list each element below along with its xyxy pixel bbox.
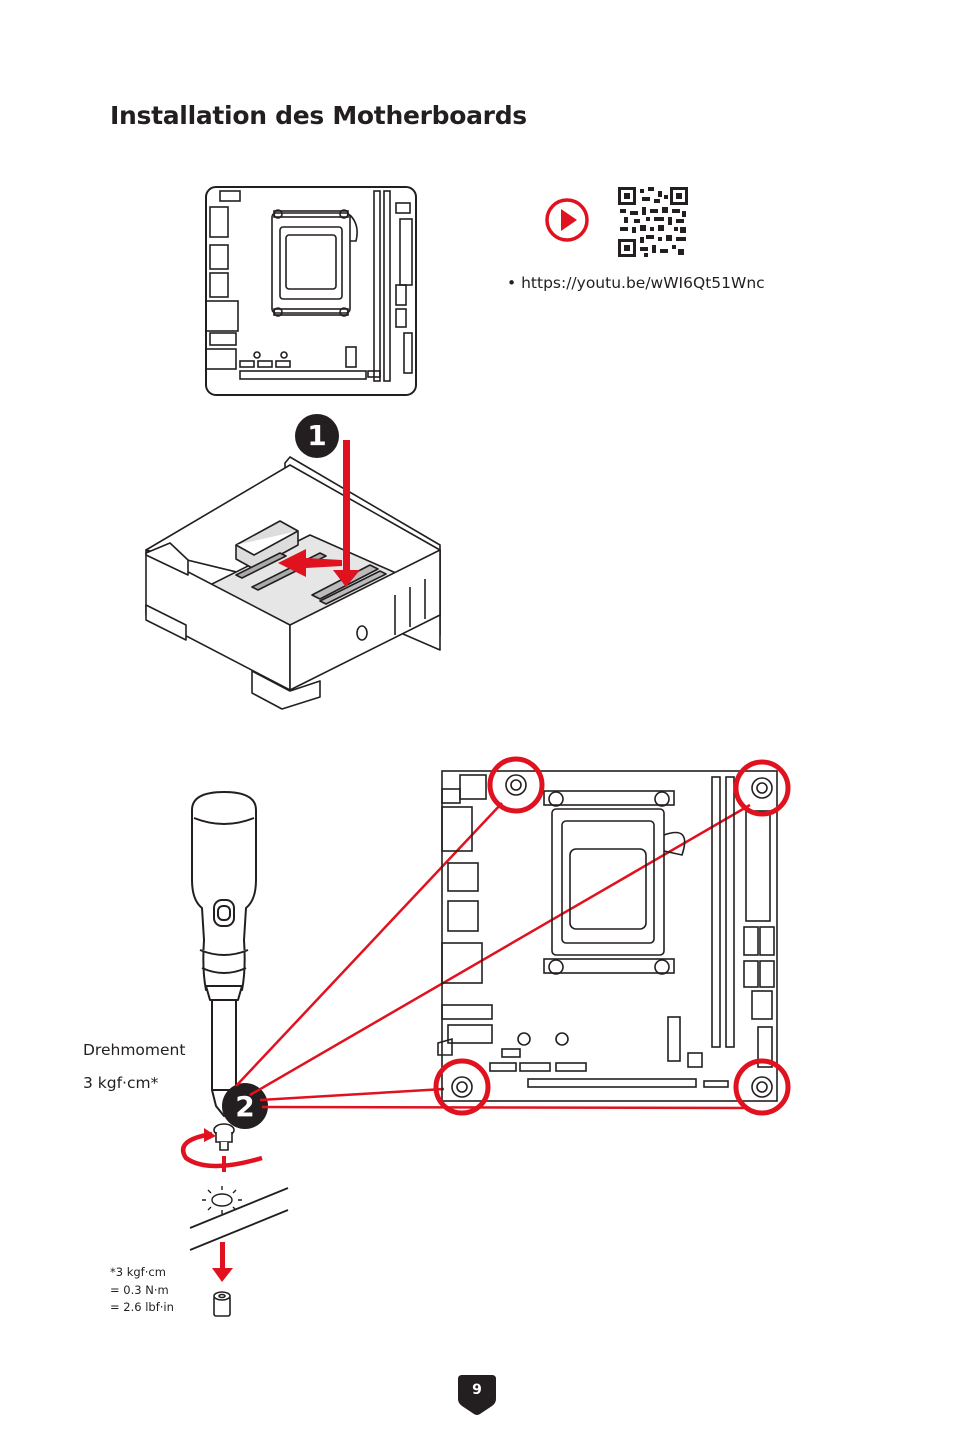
conversion-line-1: *3 kgf·cm — [110, 1265, 166, 1279]
screwdriver-illustration — [191, 791, 257, 1117]
qr-code[interactable] — [618, 187, 688, 257]
bullet: • — [507, 274, 517, 292]
screw-mounting-illustration — [180, 1123, 289, 1317]
page-title: Installation des Motherboards — [110, 101, 527, 130]
youtube-play-icon[interactable] — [544, 197, 590, 243]
mounting-hole-top-left — [487, 756, 545, 814]
mounting-hole-bottom-right — [733, 1058, 791, 1116]
motherboard-diagram-large — [433, 756, 791, 1116]
torque-value: 3 kgf·cm* — [83, 1074, 159, 1092]
mounting-hole-bottom-left — [433, 1058, 491, 1116]
motherboard-diagram-top — [205, 186, 417, 396]
torque-conversion: *3 kgf·cm = 0.3 N·m = 2.6 lbf·in — [110, 1264, 174, 1317]
mounting-hole-top-right — [733, 759, 791, 817]
step-2-badge: 2 — [222, 1083, 268, 1129]
conversion-line-3: = 2.6 lbf·in — [110, 1300, 174, 1314]
torque-label: Drehmoment — [83, 1041, 186, 1059]
page-number-badge — [458, 1375, 496, 1415]
video-link[interactable]: https://youtu.be/wWI6Qt51Wnc — [521, 274, 765, 292]
step-1-badge: 1 — [295, 414, 339, 458]
page-number: 9 — [472, 1382, 482, 1398]
pc-case-illustration — [145, 440, 441, 710]
step-1-number: 1 — [307, 419, 326, 452]
video-link-row: • https://youtu.be/wWI6Qt51Wnc — [507, 274, 765, 292]
step-2-number: 2 — [235, 1090, 254, 1123]
conversion-line-2: = 0.3 N·m — [110, 1282, 169, 1297]
